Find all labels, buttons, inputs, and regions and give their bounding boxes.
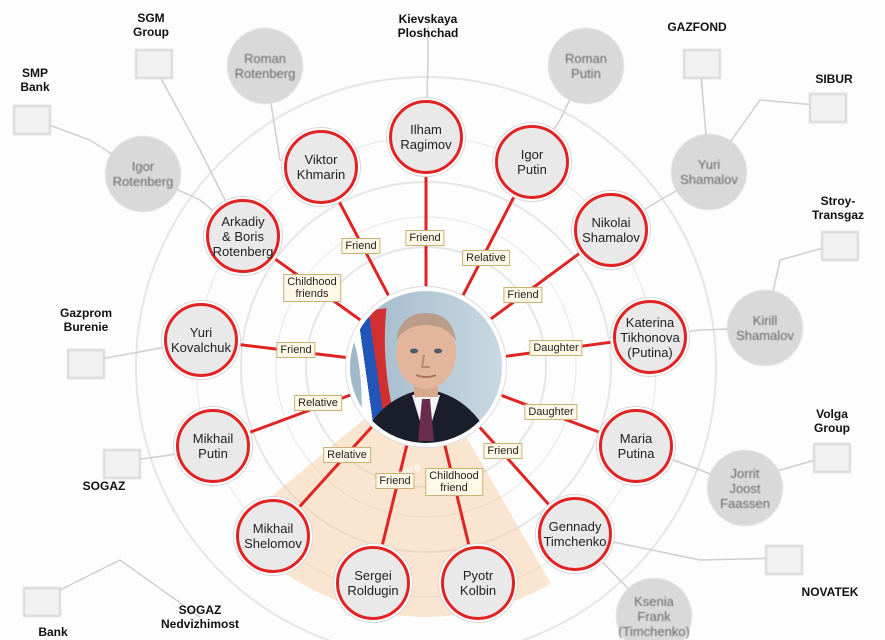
company-icon-sgm bbox=[135, 49, 173, 79]
company-gazfond[interactable]: GAZFOND bbox=[667, 20, 727, 34]
company-volga-group[interactable]: Volga Group bbox=[814, 407, 850, 435]
person-yuri-kovalchuk[interactable]: Yuri Kovalchuk bbox=[164, 303, 238, 377]
relation-label-nikolai: Friend bbox=[503, 287, 543, 303]
company-stroytransgaz[interactable]: Stroy- Transgaz bbox=[811, 194, 865, 222]
relation-label-tikhonova: Daughter bbox=[529, 340, 583, 356]
company-gazprom-burenie[interactable]: Gazprom Burenie bbox=[59, 306, 113, 334]
company-bank[interactable]: Bank bbox=[38, 625, 68, 639]
person-gennady-timchenko[interactable]: Gennady Timchenko bbox=[538, 497, 612, 571]
company-icon-novatek bbox=[765, 545, 803, 575]
company-kievskaya-ploshchad[interactable]: Kievskaya Ploshchad bbox=[397, 12, 459, 40]
person-nikolai-shamalov[interactable]: Nikolai Shamalov bbox=[574, 193, 648, 267]
relation-label-khmarin: Friend bbox=[341, 238, 381, 254]
person-igor-rotenberg[interactable]: Igor Rotenberg bbox=[105, 136, 181, 212]
person-yuri-shamalov[interactable]: Yuri Shamalov bbox=[671, 134, 747, 210]
relation-label-arkadiy: Childhood friends bbox=[283, 274, 341, 302]
person-pyotr-kolbin[interactable]: Pyotr Kolbin bbox=[441, 546, 515, 620]
company-icon-bank bbox=[23, 587, 61, 617]
person-katerina-tikhonova[interactable]: Katerina Tikhonova (Putina) bbox=[613, 300, 687, 374]
relation-link bbox=[487, 252, 581, 322]
relation-label-roldugin: Friend bbox=[375, 473, 415, 489]
relation-link bbox=[380, 442, 409, 546]
relation-label-timchenko: Friend bbox=[483, 443, 523, 459]
person-kirill-shamalov[interactable]: Kirill Shamalov bbox=[727, 290, 803, 366]
relation-label-shelomov: Relative bbox=[323, 447, 371, 463]
center-portrait[interactable] bbox=[350, 291, 502, 443]
relation-link bbox=[476, 424, 551, 506]
secondary-link bbox=[574, 533, 783, 561]
relation-label-kolbin: Childhood friend bbox=[425, 468, 483, 496]
person-arkadiy-boris-rotenberg[interactable]: Arkadiy & Boris Rotenberg bbox=[206, 199, 280, 273]
person-ksenia-frank[interactable]: Ksenia Frank (Timchenko) bbox=[616, 578, 692, 640]
person-roman-rotenberg[interactable]: Roman Rotenberg bbox=[227, 28, 303, 104]
relation-label-ragimov: Friend bbox=[405, 230, 445, 246]
secondary-link bbox=[39, 559, 201, 618]
person-igor-putin[interactable]: Igor Putin bbox=[495, 125, 569, 199]
company-smp-bank[interactable]: SMP Bank bbox=[20, 66, 50, 94]
person-mikhail-putin[interactable]: Mikhail Putin bbox=[176, 409, 250, 483]
company-icon-sogaz bbox=[103, 449, 141, 479]
relation-link bbox=[460, 195, 516, 299]
relation-label-maria: Daughter bbox=[524, 404, 578, 420]
person-sergei-roldugin[interactable]: Sergei Roldugin bbox=[336, 546, 410, 620]
company-sogaz-nedvizhimost[interactable]: SOGAZ Nedvizhimost bbox=[160, 603, 240, 631]
relation-label-igor-putin: Relative bbox=[462, 250, 510, 266]
person-maria-putina[interactable]: Maria Putina bbox=[599, 409, 673, 483]
company-icon-volga bbox=[813, 443, 851, 473]
relation-link bbox=[298, 423, 375, 509]
company-icon-smp bbox=[13, 105, 51, 135]
background-ring bbox=[135, 76, 717, 640]
company-icon-stroy bbox=[821, 231, 859, 261]
person-roman-putin[interactable]: Roman Putin bbox=[548, 28, 624, 104]
relation-label-mikhail-putin: Relative bbox=[294, 395, 342, 411]
person-viktor-khmarin[interactable]: Viktor Khmarin bbox=[284, 130, 358, 204]
company-sgm-group[interactable]: SGM Group bbox=[133, 11, 169, 39]
company-sogaz[interactable]: SOGAZ bbox=[82, 479, 126, 493]
portrait-image bbox=[350, 291, 502, 443]
relation-label-kovalchuk: Friend bbox=[276, 342, 316, 358]
company-icon-gazprom-b bbox=[67, 349, 105, 379]
company-sibur[interactable]: SIBUR bbox=[815, 72, 853, 86]
company-icon-sibur bbox=[809, 93, 847, 123]
person-mikhail-shelomov[interactable]: Mikhail Shelomov bbox=[236, 499, 310, 573]
person-jorrit-faassen[interactable]: Jorrit Joost Faassen bbox=[707, 450, 783, 526]
person-ilham-ragimov[interactable]: Ilham Ragimov bbox=[389, 100, 463, 174]
company-novatek[interactable]: NOVATEK bbox=[801, 585, 859, 599]
company-icon-gazfond bbox=[683, 49, 721, 79]
